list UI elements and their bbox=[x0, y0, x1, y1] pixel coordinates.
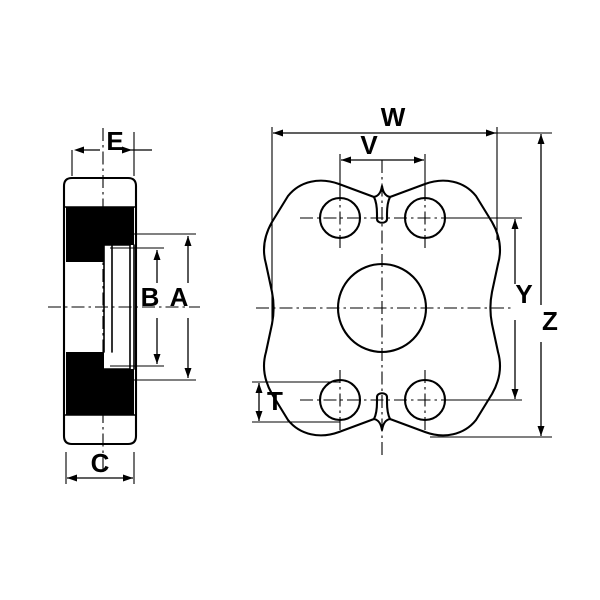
dimension-Y-arrow-bottom bbox=[511, 389, 519, 399]
dimension-Y: Y bbox=[452, 217, 533, 401]
dimension-E-arrow-left bbox=[74, 146, 84, 154]
dimension-V: V bbox=[339, 130, 426, 200]
dimension-T: T bbox=[252, 381, 340, 423]
dimension-B-arrow-bottom bbox=[153, 354, 161, 364]
dimension-T-label: T bbox=[267, 386, 283, 416]
dimension-C-arrow-left bbox=[67, 474, 77, 482]
dimension-V-arrow-right bbox=[414, 156, 424, 164]
dimension-Y-label: Y bbox=[515, 279, 532, 309]
dimension-Z-label: Z bbox=[542, 306, 558, 336]
dimension-Z-arrow-bottom bbox=[537, 426, 545, 436]
dimension-W-label: W bbox=[381, 102, 406, 132]
dimension-B-label: B bbox=[141, 282, 160, 312]
dimension-A-arrow-top bbox=[184, 236, 192, 246]
dimension-A-arrow-bottom bbox=[184, 368, 192, 378]
side-view-section-fill-lower bbox=[66, 352, 134, 415]
dimension-Y-arrow-top bbox=[511, 219, 519, 229]
dimension-T-arrow-top bbox=[255, 383, 263, 393]
dimension-A: A bbox=[128, 233, 196, 381]
dimension-Z: Z bbox=[430, 132, 558, 438]
front-view: W V T bbox=[252, 102, 558, 456]
dimension-V-arrow-left bbox=[341, 156, 351, 164]
dimension-B: B bbox=[110, 247, 164, 367]
dimension-T-arrow-bottom bbox=[255, 411, 263, 421]
side-view-section-fill-upper bbox=[66, 207, 134, 262]
dimension-W-arrow-left bbox=[273, 129, 283, 137]
dimension-E-arrow-right bbox=[122, 146, 132, 154]
side-view-body-outline bbox=[62, 176, 138, 446]
dimension-E-label: E bbox=[106, 126, 123, 156]
dimension-W: W bbox=[271, 102, 498, 320]
flange-bottom-notch bbox=[372, 392, 392, 421]
dimension-B-arrow-top bbox=[153, 250, 161, 260]
dimension-C-label: C bbox=[91, 448, 110, 478]
dimension-C-arrow-right bbox=[123, 474, 133, 482]
side-section-view: E B A bbox=[48, 126, 200, 484]
dimension-Z-arrow-top bbox=[537, 134, 545, 144]
flange-top-notch bbox=[372, 195, 392, 224]
dimension-A-label: A bbox=[170, 282, 189, 312]
dimension-C: C bbox=[65, 448, 135, 484]
dimension-V-label: V bbox=[360, 130, 378, 160]
dimension-E: E bbox=[71, 126, 152, 176]
